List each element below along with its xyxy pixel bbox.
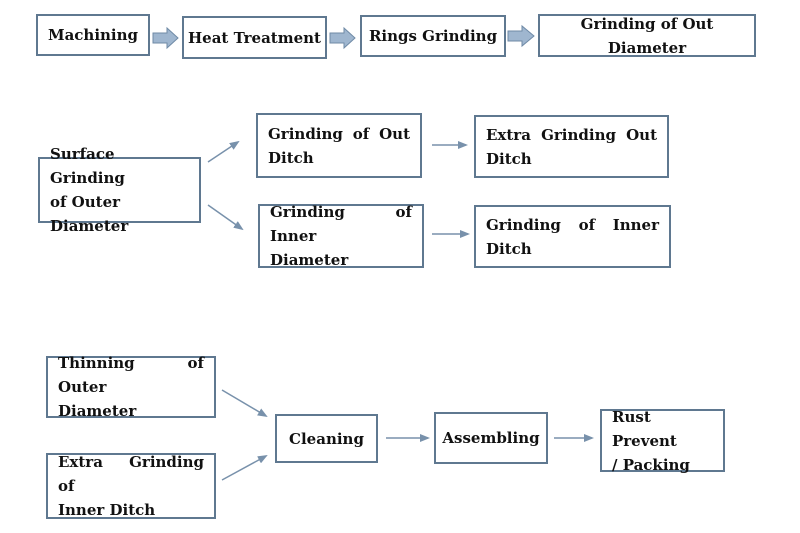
extra-grinding-out-ditch-box: Extra Grinding Out Ditch — [474, 115, 669, 178]
grinding-inner-ditch-line1: Grinding of Inner — [486, 215, 659, 234]
arrow-extra-inner-to-cleaning — [221, 455, 268, 481]
surface-grinding-line1: Surface Grinding — [50, 145, 125, 187]
arrow-surface-to-inner-diameter — [207, 204, 244, 231]
machining-label: Machining — [47, 26, 139, 44]
grinding-out-ditch-line1: Grinding of Out — [268, 124, 410, 143]
assembling-box: Assembling — [434, 412, 548, 464]
grinding-out-ditch-box: Grinding of Out Ditch — [256, 113, 422, 178]
extra-grinding-inner-ditch-box: Extra Grinding of Inner Ditch — [46, 453, 216, 519]
rust-prevent-packing-box: Rust Prevent / Packing — [600, 408, 725, 474]
thinning-outer-diameter-line2: Diameter — [58, 402, 137, 420]
thinning-outer-diameter-line1: Thinning of Outer — [58, 354, 204, 396]
heat-treatment-box: Heat Treatment — [182, 16, 327, 59]
arrow-thinning-to-cleaning — [221, 389, 268, 418]
block-arrow-heat-to-rings — [329, 26, 356, 50]
grinding-inner-ditch-line2: Ditch — [486, 239, 532, 258]
grinding-inner-diameter-line2: Diameter — [270, 251, 349, 269]
thinning-outer-diameter-box: Thinning of Outer Diameter — [46, 354, 216, 420]
extra-grinding-out-ditch-line1: Extra Grinding Out — [486, 125, 657, 144]
rings-grinding-box: Rings Grinding — [360, 15, 506, 57]
block-arrow-rings-to-out-diameter — [507, 24, 535, 48]
grinding-inner-diameter-line1: Grinding of Inner — [270, 203, 412, 245]
grinding-out-diameter-label: Grinding of Out Diameter — [580, 14, 714, 57]
block-arrow-machining-to-heat — [152, 26, 179, 50]
grinding-inner-ditch-box: Grinding of Inner Ditch — [474, 205, 671, 268]
surface-grinding-line2: of Outer Diameter — [50, 193, 129, 235]
grinding-out-ditch-line2: Ditch — [268, 148, 314, 167]
extra-grinding-inner-ditch-line1: Extra Grinding of — [58, 453, 204, 495]
cleaning-label: Cleaning — [289, 429, 364, 448]
rust-prevent-line1: Rust Prevent — [612, 407, 677, 450]
extra-grinding-inner-ditch-line2: Inner Ditch — [58, 501, 156, 519]
grinding-out-diameter-box: Grinding of Out Diameter — [538, 14, 756, 57]
rings-grinding-label: Rings Grinding — [368, 27, 498, 45]
surface-grinding-box: Surface Grinding of Outer Diameter — [38, 145, 201, 235]
heat-treatment-label: Heat Treatment — [187, 28, 321, 47]
rust-prevent-line2: / Packing — [612, 455, 690, 474]
arrow-surface-to-out-ditch — [207, 140, 240, 163]
machining-box: Machining — [36, 14, 150, 56]
grinding-inner-diameter-box: Grinding of Inner Diameter — [258, 203, 424, 269]
cleaning-box: Cleaning — [275, 414, 378, 463]
assembling-label: Assembling — [442, 429, 540, 447]
extra-grinding-out-ditch-line2: Ditch — [486, 149, 532, 168]
